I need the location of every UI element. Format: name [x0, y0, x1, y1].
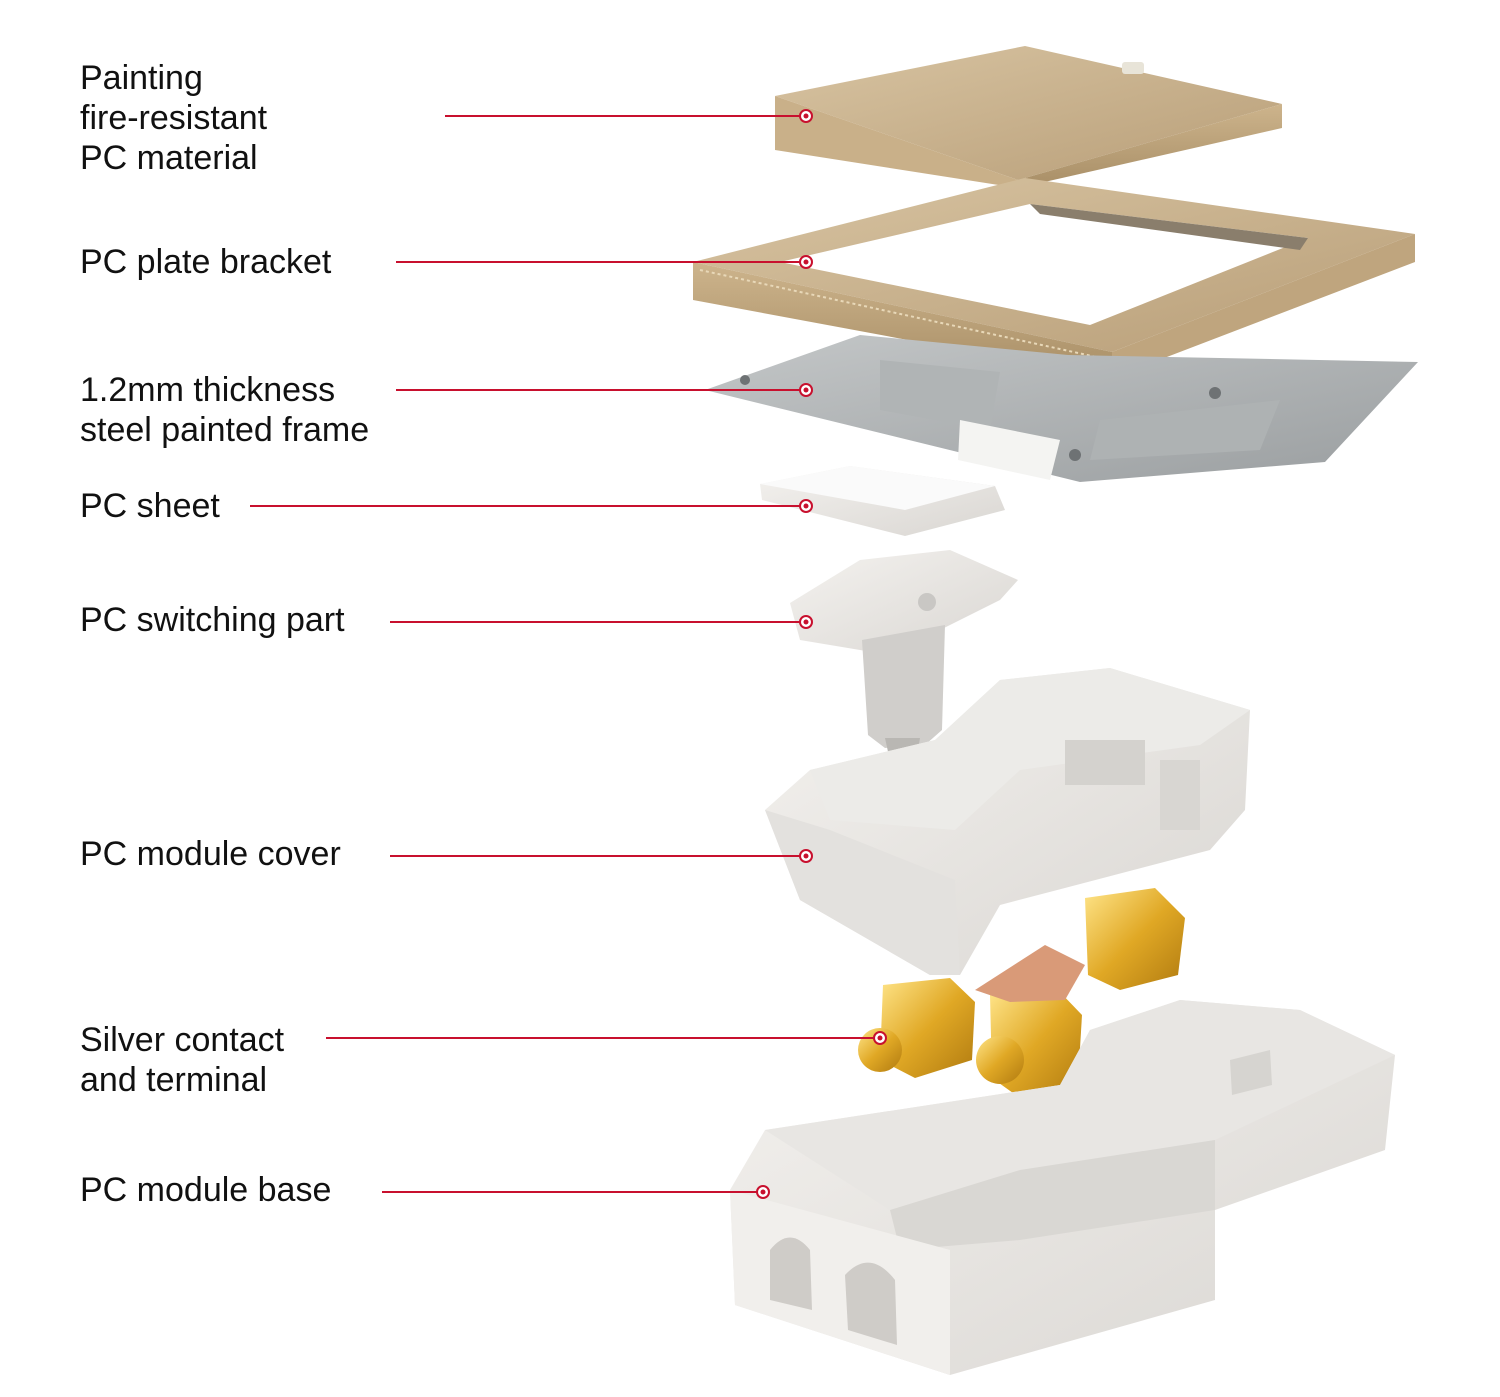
label-line: Silver contact — [80, 1021, 285, 1059]
label-line: PC sheet — [80, 487, 220, 525]
label-line: PC material — [80, 139, 258, 177]
callout-dot-cover — [803, 113, 809, 119]
pc-sheet-illustration — [760, 466, 1005, 536]
label-line: and terminal — [80, 1061, 268, 1099]
module-cover-illustration — [765, 668, 1250, 975]
plate-bracket-illustration — [693, 178, 1415, 378]
switching-part-illustration — [790, 550, 1018, 770]
label-sheet: PC sheet — [80, 486, 220, 526]
label-module-base: PC module base — [80, 1170, 331, 1210]
label-line: PC module cover — [80, 835, 341, 873]
module-base-illustration — [730, 1000, 1395, 1375]
label-bracket: PC plate bracket — [80, 242, 331, 282]
label-module-cover: PC module cover — [80, 834, 341, 874]
callout-dot-bracket — [803, 259, 809, 265]
label-line: PC plate bracket — [80, 243, 332, 281]
callout-dot-frame — [803, 387, 809, 393]
steel-frame-illustration — [705, 335, 1418, 482]
callout-dot-sheet — [803, 503, 809, 509]
callout-dot-module-cover — [803, 853, 809, 859]
callout-dot-contact — [877, 1035, 883, 1041]
label-line: PC switching part — [80, 601, 345, 639]
cover-plate-illustration — [775, 46, 1282, 188]
label-switch: PC switching part — [80, 600, 345, 640]
label-line: fire-resistant — [80, 99, 268, 137]
label-line: steel painted frame — [80, 411, 370, 449]
callout-dot-switch — [803, 619, 809, 625]
callout-dot-module-base — [760, 1189, 766, 1195]
label-line: PC module base — [80, 1171, 332, 1209]
label-line: 1.2mm thickness — [80, 371, 336, 409]
label-line: Painting — [80, 59, 203, 97]
